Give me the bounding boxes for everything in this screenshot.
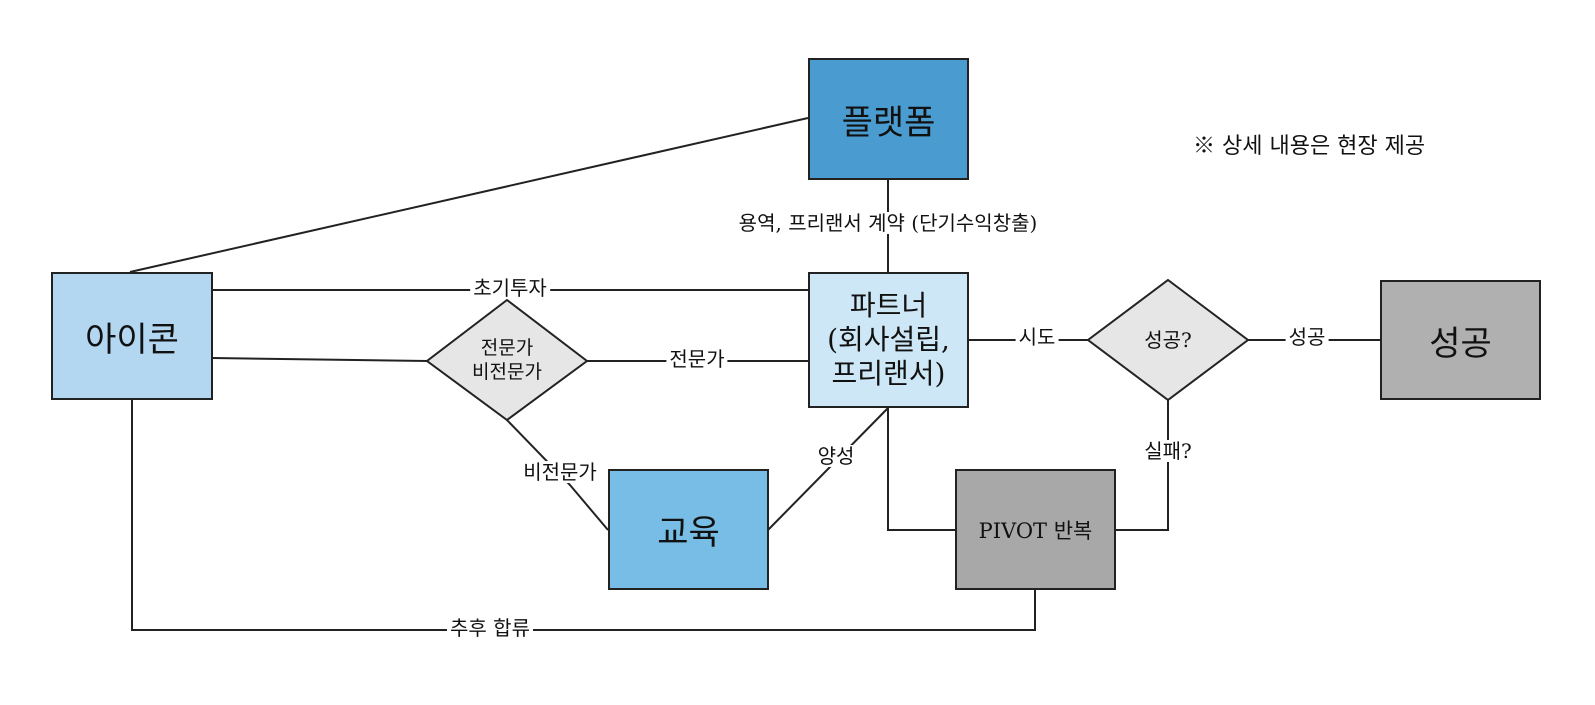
success-decision-diamond bbox=[1086, 278, 1250, 402]
success-decision-text: 성공? bbox=[1144, 328, 1192, 352]
partner-label-line1: 파트너 bbox=[849, 289, 928, 322]
success-question-label: 성공? bbox=[1144, 328, 1192, 352]
edge-label-nonexpert: 비전문가 bbox=[520, 461, 600, 483]
edge-label-success: 성공 bbox=[1285, 326, 1329, 348]
edge-label-training: 양성 bbox=[814, 445, 858, 467]
edge-decision-pivot bbox=[1115, 400, 1169, 531]
partner-label-line3: 프리랜서) bbox=[831, 357, 946, 390]
detail-note: ※ 상세 내용은 현장 제공 bbox=[1193, 134, 1426, 159]
edge-label-join-later: 추후 합류 bbox=[447, 617, 533, 639]
education-node: 교육 bbox=[608, 469, 769, 590]
education-label: 교육 bbox=[657, 513, 720, 553]
edge-education-partner bbox=[767, 407, 889, 531]
expert-decision-text: 전문가 비전문가 bbox=[472, 336, 542, 384]
edge-label-platform-partner: 용역, 프리랜서 계약 (단기수익창출) bbox=[735, 212, 1041, 234]
expert-option-label: 전문가 bbox=[480, 337, 534, 359]
edge-label-expert: 전문가 bbox=[666, 348, 728, 370]
edge-expert-education bbox=[506, 419, 609, 531]
edge-platform-icon bbox=[129, 117, 809, 273]
platform-label: 플랫폼 bbox=[841, 102, 936, 143]
success-node: 성공 bbox=[1380, 280, 1541, 400]
partner-label-line2: (회사설립, bbox=[827, 323, 950, 356]
edge-label-initial-investment: 초기투자 bbox=[470, 277, 550, 299]
icon-node: 아이콘 bbox=[51, 272, 213, 400]
icon-label: 아이콘 bbox=[85, 319, 179, 360]
edge-label-attempt: 시도 bbox=[1015, 326, 1059, 348]
nonexpert-option-label: 비전문가 bbox=[472, 361, 542, 383]
edge-pivot-icon bbox=[131, 400, 1036, 631]
edge-partner-pivot bbox=[887, 408, 955, 531]
platform-node: 플랫폼 bbox=[808, 58, 969, 180]
edge-label-failure: 실패? bbox=[1141, 440, 1195, 462]
pivot-label: PIVOT 반복 bbox=[978, 518, 1093, 543]
expert-decision-diamond bbox=[425, 298, 589, 422]
partner-node: 파트너 (회사설립, 프리랜서) bbox=[808, 272, 969, 408]
success-label: 성공 bbox=[1429, 323, 1492, 364]
edge-icon-expert bbox=[212, 357, 428, 362]
pivot-node: PIVOT 반복 bbox=[955, 469, 1116, 590]
